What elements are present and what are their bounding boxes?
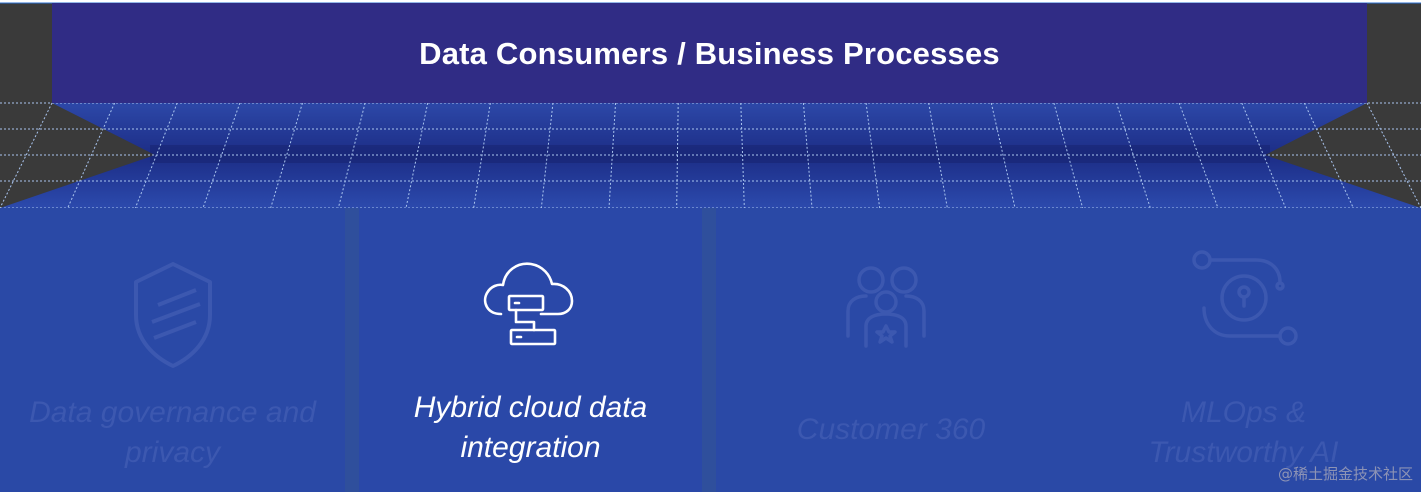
grid-vertical-line (1241, 102, 1287, 209)
label-line-1: Data governance and (29, 396, 316, 429)
use-case-label: Data governance and privacy (0, 393, 345, 473)
grid-vertical-line (802, 102, 813, 209)
banner: Data Consumers / Business Processes (52, 3, 1367, 103)
grid-vertical-line (1303, 102, 1354, 209)
label-line-2: privacy (124, 436, 221, 469)
ml-workflow-icon (1192, 250, 1298, 346)
grid-vertical-line (740, 102, 745, 209)
grid-vertical-line (608, 102, 617, 209)
left-wall (0, 3, 155, 208)
label-line-1: MLOps & (1180, 396, 1307, 429)
label-line-1: Hybrid cloud data (413, 391, 648, 424)
grid-vertical-line (865, 102, 881, 209)
panel-right-background (716, 208, 1421, 492)
use-case-customer-360: Customer 360 (716, 208, 1066, 492)
grid-vertical-line (405, 102, 429, 209)
banner-title: Data Consumers / Business Processes (419, 36, 1000, 71)
grid-vertical-line (540, 102, 554, 209)
customers-icon (846, 266, 926, 348)
use-case-label: Hybrid cloud data integration (359, 388, 702, 468)
use-case-label: MLOps & Trustworthy AI (1066, 393, 1421, 473)
panel-separator (345, 208, 359, 492)
grid-vertical-line (676, 102, 679, 209)
grid-vertical-line (990, 102, 1016, 209)
grid-vertical-line (134, 102, 178, 209)
label-line-2: integration (460, 431, 601, 464)
right-wall (1265, 3, 1421, 208)
horizon-shadow (150, 145, 1270, 163)
use-case-label: Customer 360 (716, 410, 1066, 450)
label-line-1: Customer 360 (796, 413, 986, 446)
grid-vertical-line (928, 102, 948, 209)
grid-vertical-line (473, 102, 491, 209)
grid-vertical-line (67, 102, 116, 209)
grid-vertical-line (0, 102, 53, 209)
watermark: @稀土掘金技术社区 (1277, 465, 1413, 483)
grid-vertical-line (202, 102, 241, 209)
grid-vertical-line (1178, 102, 1219, 209)
panel-separator (702, 208, 716, 492)
use-case-data-governance: Data governance and privacy (0, 208, 345, 492)
use-case-hybrid-cloud: Hybrid cloud data integration (359, 208, 702, 492)
cloud-server-icon (483, 262, 574, 346)
label-line-2: Trustworthy AI (1148, 436, 1339, 469)
shield-icon (134, 262, 212, 368)
use-case-mlops: MLOps & Trustworthy AI (1066, 208, 1421, 492)
